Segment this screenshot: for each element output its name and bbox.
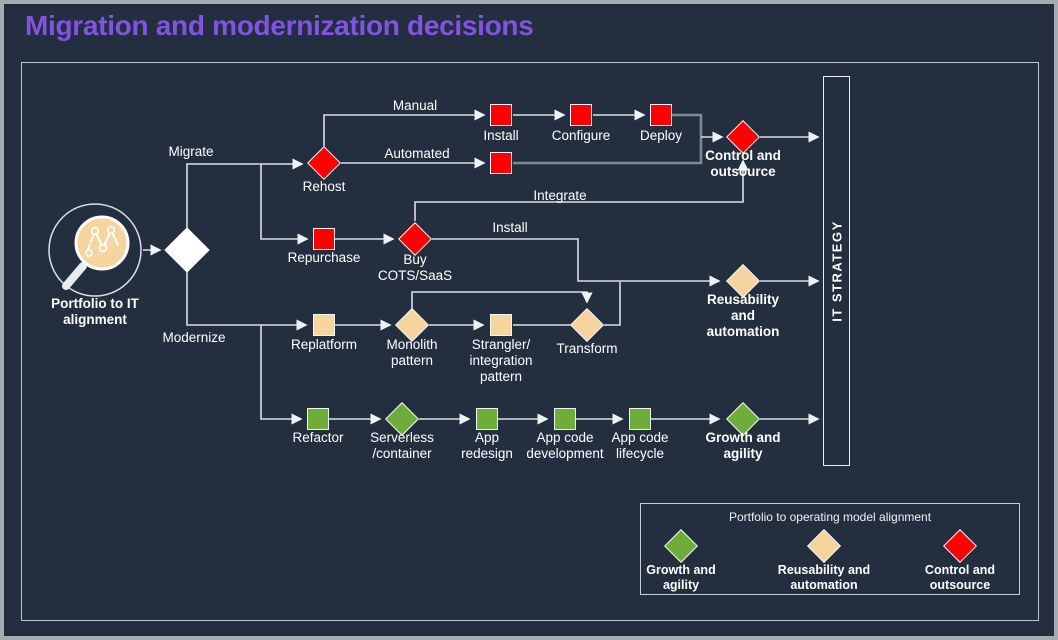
node-transform-label: Transform xyxy=(556,341,618,356)
node-automated-square xyxy=(490,152,512,174)
legend-growth-diamond xyxy=(664,529,698,563)
node-configure-label: Configure xyxy=(551,128,611,143)
legend-control-diamond xyxy=(943,529,977,563)
node-replatform-square xyxy=(313,314,335,336)
node-refactor-label: Refactor xyxy=(292,430,344,445)
edge-label-integrate: Integrate xyxy=(533,188,587,203)
node-app-code-development-square xyxy=(554,408,576,430)
node-control-outsource-label: Control and outsource xyxy=(705,148,781,179)
it-strategy-label: IT STRATEGY xyxy=(829,220,844,322)
flow-arrows xyxy=(143,109,820,425)
it-strategy-bar: IT STRATEGY xyxy=(823,76,850,466)
edge-label-migrate: Migrate xyxy=(168,144,214,159)
legend-reusability-label: Reusability and automation xyxy=(777,563,871,592)
node-app-redesign-square xyxy=(476,408,498,430)
node-growth-agility-label: Growth and agility xyxy=(705,430,781,461)
node-repurchase-label: Repurchase xyxy=(287,250,361,265)
legend-reusability-diamond xyxy=(807,529,841,563)
node-install-label: Install xyxy=(483,128,519,143)
start-label: Portfolio to IT alignment xyxy=(51,296,139,327)
node-buy-cots-saas-label: Buy COTS/SaaS xyxy=(377,252,453,283)
edge-label-automated: Automated xyxy=(384,146,450,161)
node-rehost-label: Rehost xyxy=(302,179,346,194)
node-refactor-square xyxy=(307,408,329,430)
legend-title: Portfolio to operating model alignment xyxy=(728,510,932,524)
node-reusability-label: Reusability and automation xyxy=(706,292,780,339)
node-install-square xyxy=(490,104,512,126)
edge-label-manual: Manual xyxy=(392,98,438,113)
node-configure-square xyxy=(570,104,592,126)
node-app-code-development-label: App code development xyxy=(526,430,604,461)
legend-box: Portfolio to operating model alignment G… xyxy=(640,503,1020,595)
page-title: Migration and modernization decisions xyxy=(25,10,534,41)
node-app-code-lifecycle-label: App code lifecycle xyxy=(611,430,669,461)
node-app-redesign-label: App redesign xyxy=(461,430,513,461)
node-replatform-label: Replatform xyxy=(290,337,358,352)
node-strangler-pattern-square xyxy=(490,314,512,336)
portfolio-analysis-magnifier-icon xyxy=(48,203,142,297)
edge-label-install: Install xyxy=(492,220,528,235)
legend-control-label: Control and outsource xyxy=(924,563,996,592)
node-app-code-lifecycle-square xyxy=(629,408,651,430)
diagram-canvas-border xyxy=(21,62,1039,621)
node-monolith-pattern-label: Monolith pattern xyxy=(386,337,438,368)
edge-label-modernize: Modernize xyxy=(162,330,226,345)
legend-growth-label: Growth and agility xyxy=(646,563,716,592)
node-deploy-label: Deploy xyxy=(639,128,683,143)
node-serverless-label: Serverless /container xyxy=(370,430,434,461)
node-deploy-square xyxy=(650,104,672,126)
node-strangler-pattern-label: Strangler/ integration pattern xyxy=(469,337,533,384)
node-repurchase-square xyxy=(313,228,335,250)
